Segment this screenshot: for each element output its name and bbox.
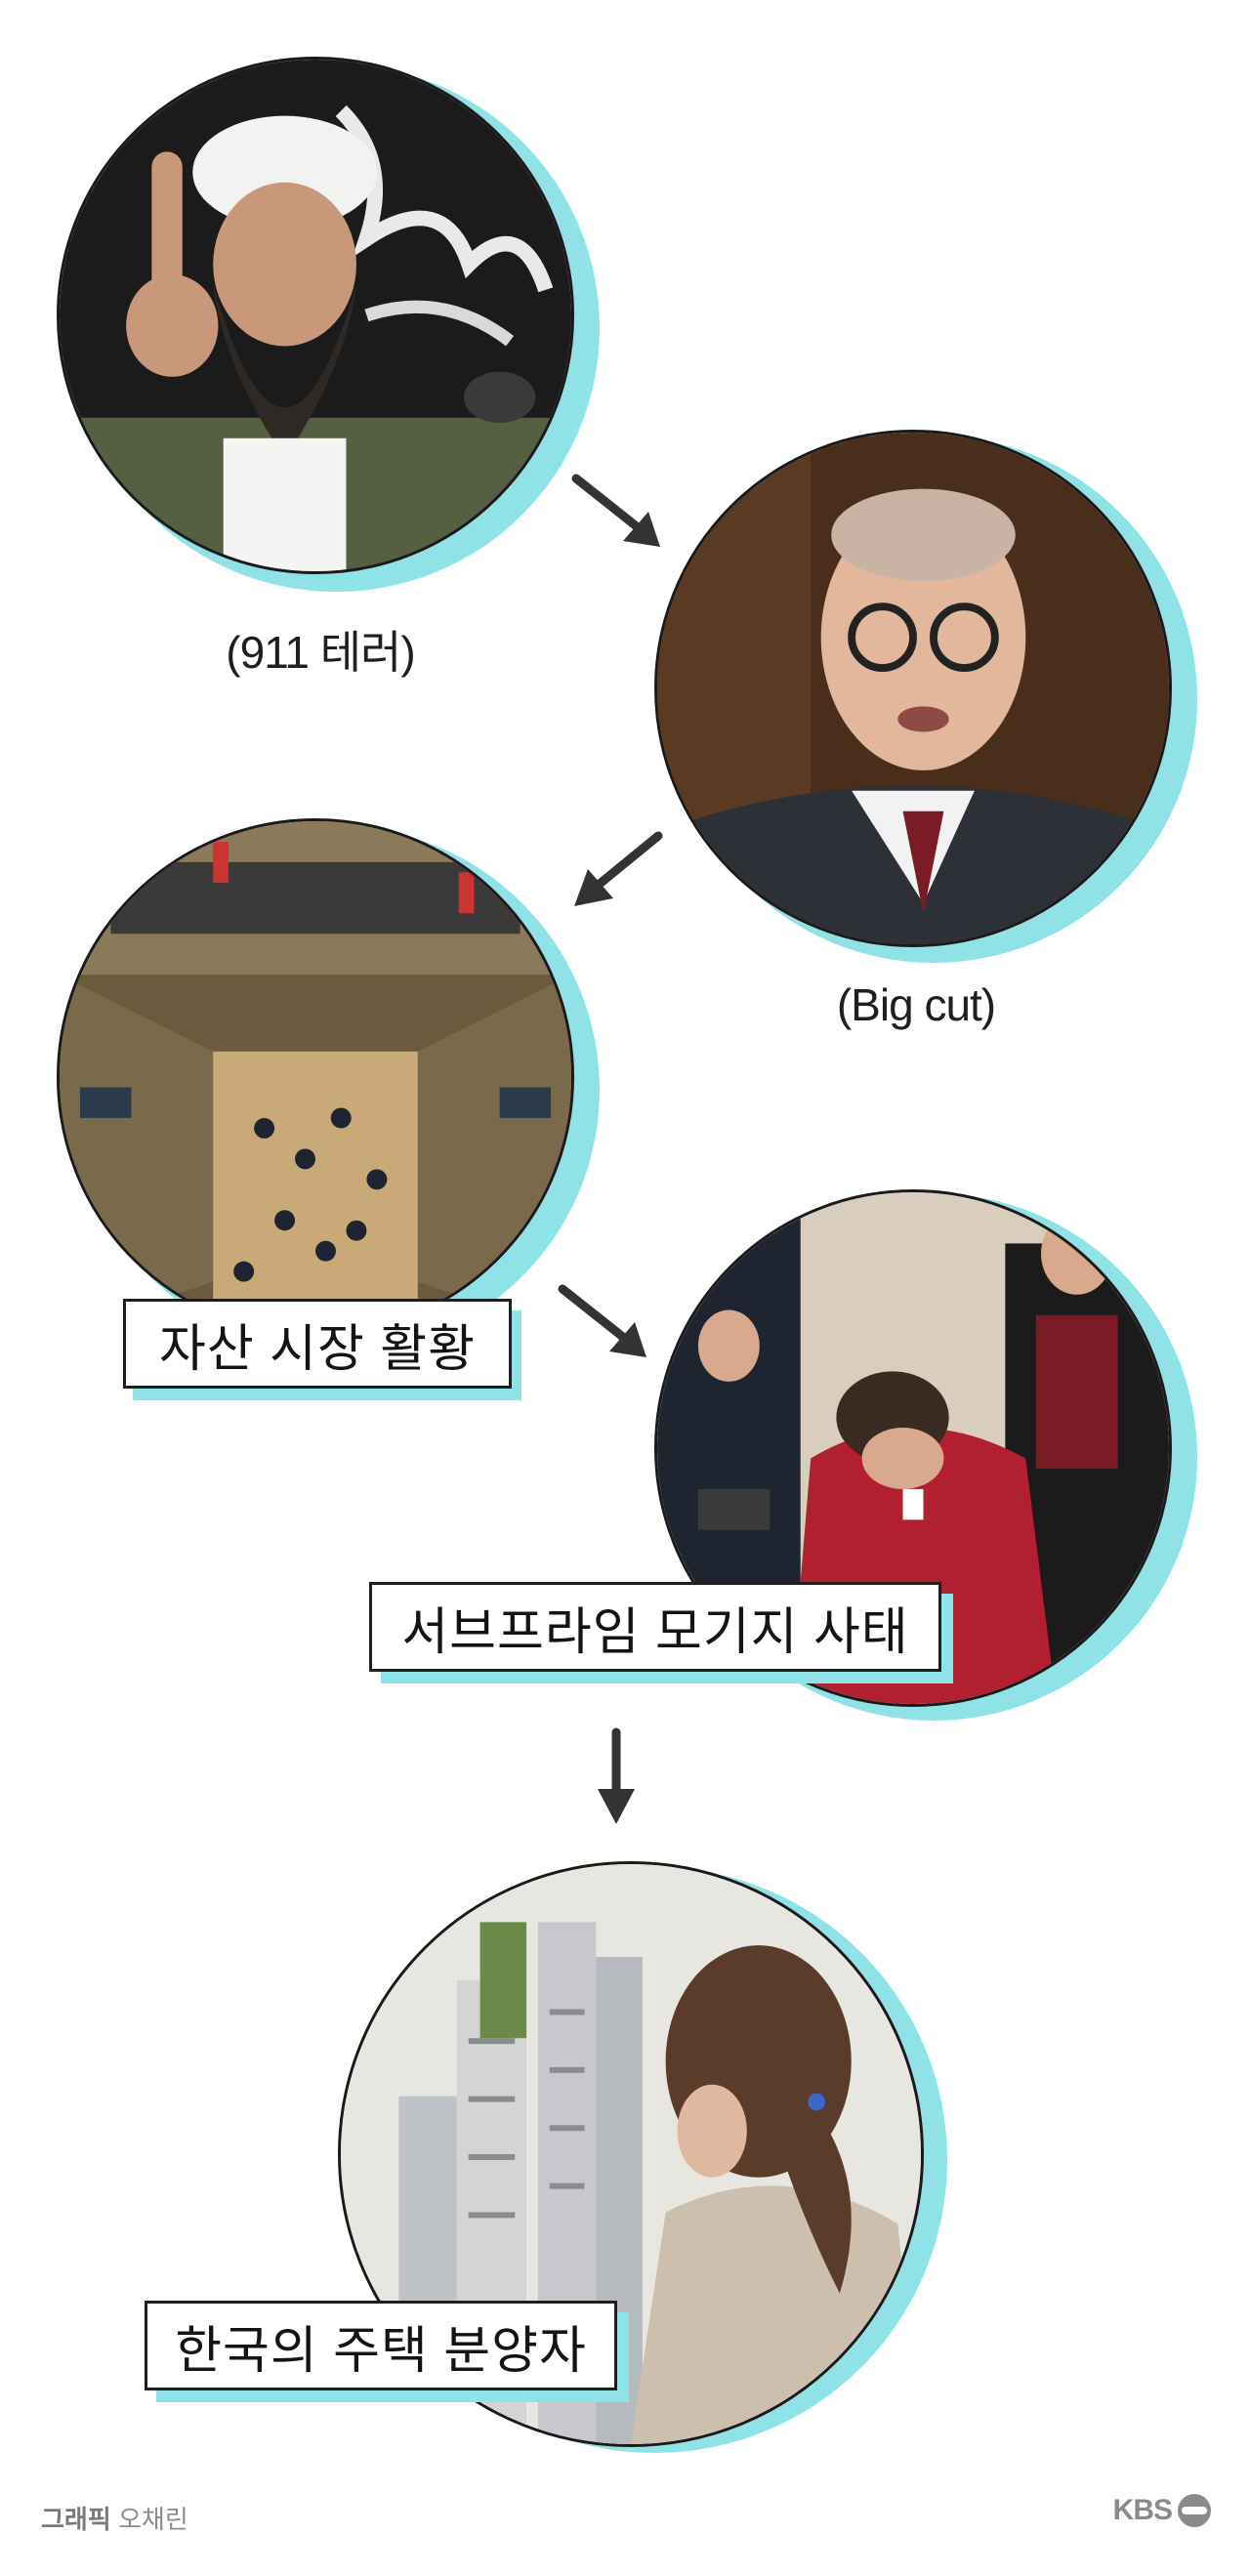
kbs-logo: KBS bbox=[1113, 2494, 1211, 2527]
caption-big-cut: (Big cut) bbox=[836, 979, 996, 1030]
label-korea-housing-buyers: 한국의 주택 분양자 bbox=[145, 2301, 629, 2402]
label-subprime-crisis: 서브프라임 모기지 사태 bbox=[369, 1582, 953, 1683]
label-text: 서브프라임 모기지 사태 bbox=[369, 1582, 941, 1672]
logo-text: KBS bbox=[1112, 2494, 1173, 2526]
photo-greenspan bbox=[654, 430, 1172, 947]
label-text: 자산 시장 활황 bbox=[123, 1299, 512, 1389]
arrow-down-right-icon bbox=[571, 474, 660, 547]
arrow-down-left-icon bbox=[574, 831, 663, 906]
label-asset-market-boom: 자산 시장 활황 bbox=[123, 1299, 521, 1400]
label-text: 한국의 주택 분양자 bbox=[145, 2301, 617, 2390]
graphic-credit: 그래픽 오채린 bbox=[41, 2500, 188, 2536]
credit-name: 오채린 bbox=[118, 2505, 188, 2534]
photo-traders bbox=[654, 1189, 1172, 1707]
photo-stock-exchange bbox=[57, 818, 574, 1336]
arrow-down-right-icon bbox=[558, 1284, 646, 1357]
kbs-logo-icon bbox=[1178, 2494, 1211, 2527]
caption-911-terror: (911 테러) bbox=[226, 627, 415, 678]
credit-role: 그래픽 bbox=[41, 2505, 111, 2534]
arrow-down-icon bbox=[598, 1727, 635, 1824]
photo-bin-laden bbox=[57, 57, 574, 574]
